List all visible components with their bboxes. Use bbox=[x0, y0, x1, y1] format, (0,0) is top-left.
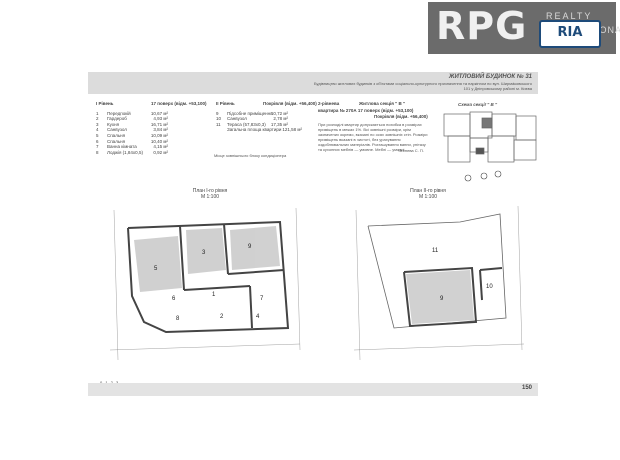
floor-plan-level2: 11 9 10 bbox=[353, 205, 525, 361]
room-area: 3,84 м² bbox=[153, 127, 168, 133]
plan1-scale: М 1:100 bbox=[200, 194, 220, 200]
plan1-title: План І-го рівня bbox=[192, 188, 228, 194]
room-number: 2 bbox=[96, 116, 99, 122]
room-area: 17,35 м² bbox=[270, 121, 288, 127]
plan2-title: План ІІ-го рівня bbox=[410, 188, 446, 194]
level1-heading: І Рівень bbox=[96, 101, 114, 106]
plan1-label: План І-го рівня М 1:100 bbox=[180, 188, 240, 200]
room-number: 11 bbox=[216, 121, 221, 127]
svg-text:9: 9 bbox=[248, 244, 252, 250]
room-name: Санвузол bbox=[107, 127, 127, 133]
svg-text:6: 6 bbox=[172, 296, 176, 302]
footer-bar: 150 bbox=[88, 383, 538, 396]
plan2-scale: М 1:100 bbox=[418, 194, 438, 200]
room-row: 3 Кухня 16,71 м² bbox=[96, 122, 206, 128]
room-row: 8 Лоджія (1,84х0,5) 0,92 м² bbox=[96, 150, 206, 156]
ria-watermark: RIA bbox=[539, 20, 601, 48]
room-area: 4,93 м² bbox=[153, 116, 168, 122]
room-number: 8 bbox=[96, 149, 99, 155]
room-row: 5 Спальня 10,09 м² bbox=[96, 133, 206, 139]
footer-scale: 0 1 2 3 bbox=[100, 380, 119, 385]
svg-text:11: 11 bbox=[432, 248, 439, 254]
apartment-info: 2-рівнева Житлова секція " В " bbox=[318, 101, 405, 107]
room-area: 2,78 м² bbox=[273, 116, 288, 122]
room-number: 7 bbox=[96, 144, 99, 150]
svg-text:1: 1 bbox=[212, 292, 216, 298]
room-name: Тераса (57,83х0,3) bbox=[227, 121, 266, 127]
brand-logo: RPG REALTY PROFESSIONAL RIA bbox=[428, 2, 620, 54]
apartment-roof: Покрівля (відм. +56,400) bbox=[374, 113, 428, 119]
room-name: Лоджія (1,84х0,5) bbox=[107, 149, 143, 155]
svg-text:7: 7 bbox=[260, 296, 264, 302]
room-number: 10 bbox=[216, 116, 222, 122]
page-number: 150 bbox=[521, 385, 532, 391]
svg-text:10: 10 bbox=[486, 284, 493, 290]
total-area-value: 121,58 м² bbox=[282, 127, 302, 133]
apartment-number: квартира № 270А 17 поверх (відм. +53,100… bbox=[318, 108, 414, 113]
room-name: Підсобне приміщення bbox=[227, 110, 273, 116]
building-title: ЖИТЛОВИЙ БУДИНОК № 31 bbox=[448, 74, 532, 80]
room-area: 10,09 м² bbox=[150, 132, 168, 138]
plan2-label: План ІІ-го рівня М 1:100 bbox=[398, 188, 458, 200]
level1-table: І Рівень 17 поверх (відм. +53,100) 1 Пере… bbox=[96, 101, 206, 155]
logo-realty-text: REALTY bbox=[546, 11, 593, 21]
room-row: 7 Ванна кімната 4,15 м² bbox=[96, 144, 206, 150]
building-subtitle: Будівництво житлових будинків з об'єктам… bbox=[314, 81, 532, 91]
room-name: Спальня bbox=[107, 132, 126, 138]
room-area: 10,67 м² bbox=[150, 110, 168, 116]
level1-floor: 17 поверх (відм. +53,100) bbox=[151, 101, 207, 106]
room-row: 11 Тераса (57,83х0,3) 17,35 м² bbox=[216, 122, 317, 128]
room-number: 3 bbox=[96, 121, 99, 127]
signature: Чеснева С. П. bbox=[398, 148, 424, 153]
room-number: 5 bbox=[96, 132, 99, 138]
level2-table: ІІ Рівень Покрівля (відм. +56,400) 9 Підс… bbox=[216, 101, 317, 133]
svg-text:2: 2 bbox=[220, 314, 224, 320]
disclaimer-note: При розподілі квартир допускається похиб… bbox=[318, 122, 428, 152]
svg-text:9: 9 bbox=[440, 296, 444, 302]
room-area: 10,40 м² bbox=[150, 138, 168, 144]
apartment-section: Житлова секція " В " bbox=[359, 101, 406, 106]
total-area-label: Загальна площа квартири bbox=[227, 127, 282, 133]
room-name: Ванна кімната bbox=[107, 144, 137, 150]
room-number: 9 bbox=[216, 110, 219, 116]
room-name: Санвузол bbox=[227, 116, 247, 122]
room-area: 10,72 м² bbox=[270, 110, 288, 116]
level2-floor: Покрівля (відм. +56,400) bbox=[263, 101, 317, 106]
apartment-number-block: квартира № 270А 17 поверх (відм. +53,100… bbox=[318, 108, 428, 119]
room-area: 16,71 м² bbox=[150, 121, 168, 127]
room-name: Передпокій bbox=[107, 110, 131, 116]
room-number: 6 bbox=[96, 138, 99, 144]
svg-text:5: 5 bbox=[154, 266, 158, 272]
section-scheme-drawing bbox=[443, 111, 537, 182]
room-number: 1 bbox=[96, 110, 99, 116]
room-number: 4 bbox=[96, 127, 99, 133]
header-bar: ЖИТЛОВИЙ БУДИНОК № 31 Будівництво житлов… bbox=[88, 72, 538, 94]
section-scheme-title: Схема секції " В " bbox=[458, 102, 498, 107]
room-area: 4,15 м² bbox=[153, 144, 168, 150]
room-area: 0,92 м² bbox=[153, 149, 168, 155]
room-row: 4 Санвузол 3,84 м² bbox=[96, 127, 206, 133]
svg-text:8: 8 bbox=[176, 316, 180, 322]
room-name: Спальня bbox=[107, 138, 126, 144]
level2-heading: ІІ Рівень bbox=[216, 101, 235, 106]
room-row: 2 Гардероб 4,93 м² bbox=[96, 116, 206, 122]
room-name: Кухня bbox=[107, 121, 120, 127]
room-row: 6 Спальня 10,40 м² bbox=[96, 139, 206, 145]
room-row: 1 Передпокій 10,67 м² bbox=[96, 111, 206, 117]
svg-text:4: 4 bbox=[256, 314, 260, 320]
room-row: 10 Санвузол 2,78 м² bbox=[216, 116, 317, 122]
svg-text:3: 3 bbox=[202, 250, 206, 256]
floor-plan-level1: 5 6 3 9 1 7 4 2 8 bbox=[109, 207, 301, 361]
ac-unit-note: Місце зовнішнього блоку кондиціонера bbox=[214, 153, 287, 158]
apartment-type: 2-рівнева bbox=[318, 101, 340, 106]
logo-rpg-text: RPG bbox=[436, 4, 528, 48]
room-name: Гардероб bbox=[107, 116, 127, 122]
